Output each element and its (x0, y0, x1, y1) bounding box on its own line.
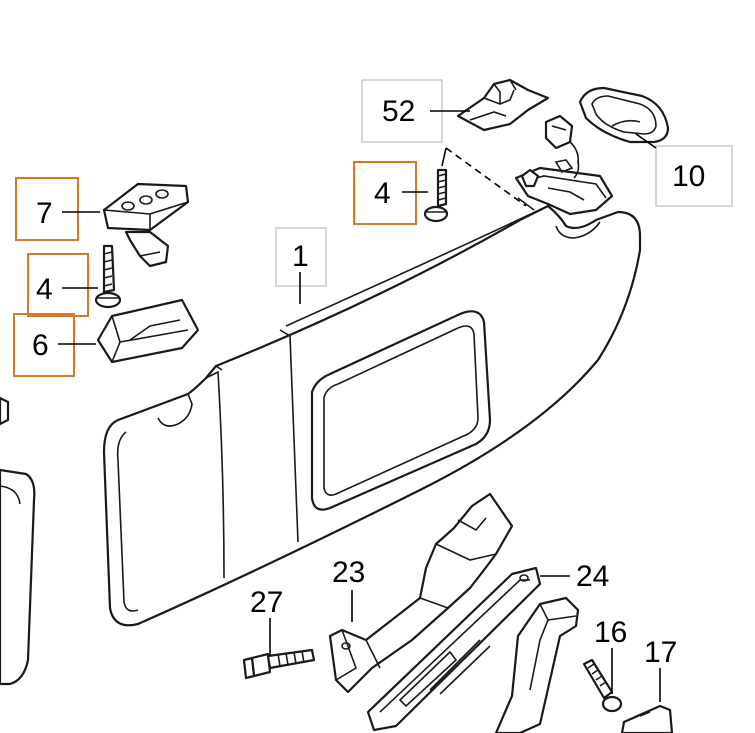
curved-bracket (494, 596, 580, 733)
bar-part-24 (366, 566, 542, 732)
sun-visor-body (102, 204, 642, 627)
callout-label-16: 16 (594, 616, 627, 649)
left-trim-fragment (0, 396, 36, 686)
callout-label-52: 52 (382, 95, 415, 128)
callout-label-6: 6 (32, 329, 49, 362)
callout-label-4-top: 4 (374, 177, 391, 210)
cover-part-10 (578, 86, 670, 144)
holder-part-7 (102, 182, 190, 268)
callout-label-17: 17 (644, 636, 677, 669)
callout-labels: 52 10 4 7 4 6 1 23 24 27 16 17 (32, 95, 705, 669)
screw-part-16 (582, 658, 623, 713)
callout-label-4-left: 4 (36, 273, 53, 306)
callout-label-1: 1 (292, 240, 309, 273)
tray-part-6 (96, 298, 200, 364)
bracket-part-23 (328, 492, 514, 694)
clip-part-52 (456, 78, 550, 132)
callout-label-27: 27 (250, 586, 283, 619)
screw-part-27 (242, 648, 316, 680)
callout-label-24: 24 (576, 560, 609, 593)
callout-label-23: 23 (332, 556, 365, 589)
leader-lines (58, 110, 661, 702)
part-17-fragment (620, 704, 674, 733)
visor-mount-bracket (514, 114, 614, 216)
callout-label-7: 7 (36, 197, 53, 230)
screw-top (423, 168, 449, 223)
callout-label-10: 10 (672, 160, 705, 193)
screw-left (94, 244, 122, 309)
